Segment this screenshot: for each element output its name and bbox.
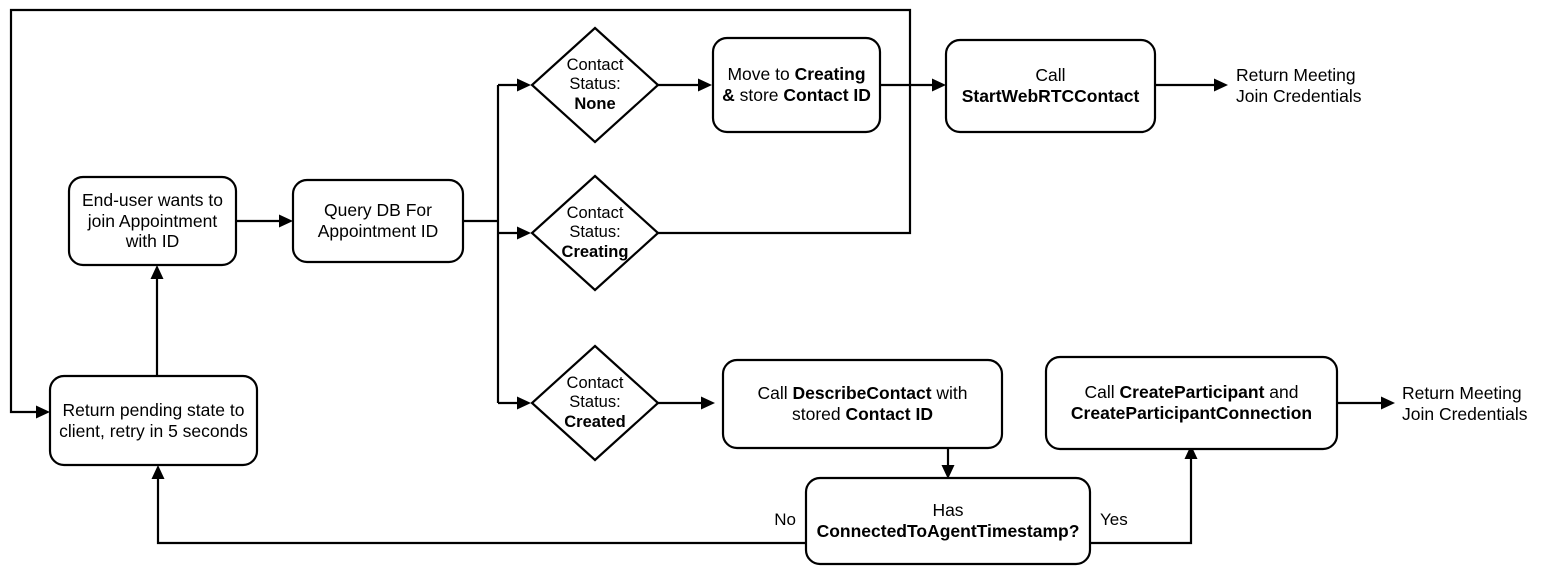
arrowhead-to-query-db [279,214,293,228]
node-describe-contact[interactable] [721,358,1004,450]
node-has-timestamp[interactable] [804,476,1092,566]
node-status-creating[interactable] [530,174,660,292]
arrowhead-yes-to-create-participant [1184,445,1198,459]
edge-yes-to-create-participant [1090,455,1193,545]
arrowhead-to-status-creating [517,226,531,240]
node-status-none[interactable] [530,26,660,144]
edge-query-db-branch-bus [463,83,522,405]
arrowhead-to-status-created [517,396,531,410]
arrowhead-to-end-user [150,265,164,279]
edge-no-to-return-pending [156,475,806,545]
node-status-created[interactable] [530,344,660,462]
node-end-user[interactable] [67,175,238,267]
node-move-to-creating[interactable] [711,36,882,134]
edge-creating-to-return-pending [9,8,912,414]
arrowhead-to-move-creating [698,78,712,92]
node-create-participant[interactable] [1044,355,1339,451]
arrowhead-to-return-meeting-top [1214,78,1228,92]
arrowhead-to-status-none [517,78,531,92]
arrowhead-creating-loop [36,405,50,419]
arrowhead-to-has-timestamp [941,465,955,479]
node-return-pending[interactable] [48,374,259,467]
node-query-db[interactable] [291,178,465,264]
arrowhead-to-startwebrtc [932,78,946,92]
arrowhead-to-describe-contact [701,396,715,410]
arrowhead-no-to-return-pending [151,465,165,479]
node-start-webrtc[interactable] [944,38,1157,134]
arrowhead-to-return-meeting-bottom [1381,396,1395,410]
